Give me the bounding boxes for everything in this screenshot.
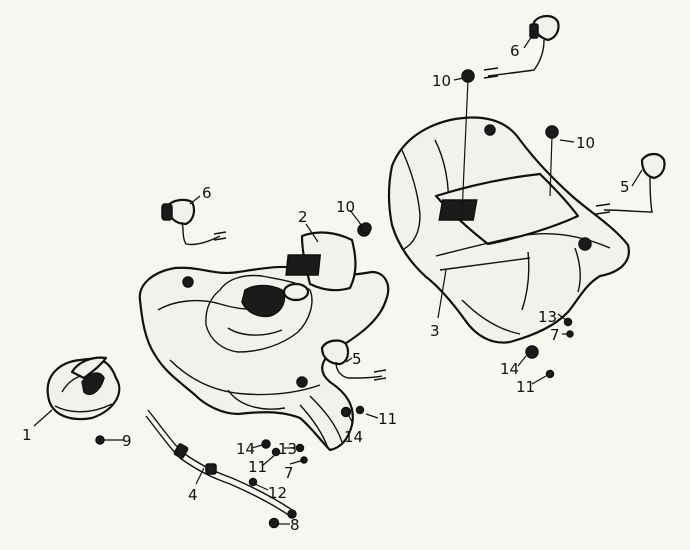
callout-14-front: 14 — [236, 440, 255, 458]
callout-5-front: 5 — [352, 350, 362, 368]
bolt-part-12 — [248, 477, 258, 487]
bolt-part-13b — [563, 317, 573, 327]
callout-3: 3 — [430, 322, 440, 340]
bolt-part-11c — [545, 369, 555, 379]
wire-harness-part — [145, 409, 297, 519]
washer-part-14c — [525, 345, 539, 359]
callout-10-rear-left: 10 — [432, 72, 451, 90]
callout-1: 1 — [22, 426, 32, 444]
callout-13-rear: 13 — [538, 308, 557, 326]
bolt-part-11b — [355, 405, 365, 415]
rear-turn-signal-part — [483, 14, 560, 79]
callout-7-front: 7 — [284, 464, 294, 482]
rear-turn-signal-right-part — [595, 152, 666, 215]
screw-part-9 — [95, 435, 105, 445]
callout-10-front: 10 — [336, 198, 355, 216]
callout-8: 8 — [290, 516, 300, 534]
front-fender-part — [138, 223, 390, 452]
callout-11-front: 11 — [248, 458, 267, 476]
callout-9: 9 — [122, 432, 132, 450]
callout-12: 12 — [268, 484, 287, 502]
front-turn-signal-part — [161, 198, 227, 246]
callout-2: 2 — [298, 208, 308, 226]
front-turn-signal-right-part — [320, 339, 387, 381]
leader-lines — [33, 29, 643, 525]
bolt-part-10c — [360, 222, 372, 234]
rear-fender-part — [387, 116, 630, 344]
callout-14-rear: 14 — [500, 360, 519, 378]
bolt-part-11a — [271, 447, 281, 457]
callout-7-rear: 7 — [550, 326, 560, 344]
headlight-cover-part — [46, 356, 121, 421]
callout-11-rear: 11 — [516, 378, 535, 396]
callout-labels: 1 9 4 8 12 11 7 13 14 14 11 5 10 2 6 6 1… — [22, 42, 630, 534]
callout-6-front: 6 — [202, 184, 212, 202]
callout-10-rear-right: 10 — [576, 134, 595, 152]
callout-4: 4 — [188, 486, 198, 504]
callout-11-mid: 11 — [378, 410, 397, 428]
callout-13-front: 13 — [278, 440, 297, 458]
nut-part-8 — [268, 517, 280, 529]
callout-6-rear: 6 — [510, 42, 520, 60]
callout-14-mid: 14 — [344, 428, 363, 446]
callout-5-rear: 5 — [620, 178, 630, 196]
